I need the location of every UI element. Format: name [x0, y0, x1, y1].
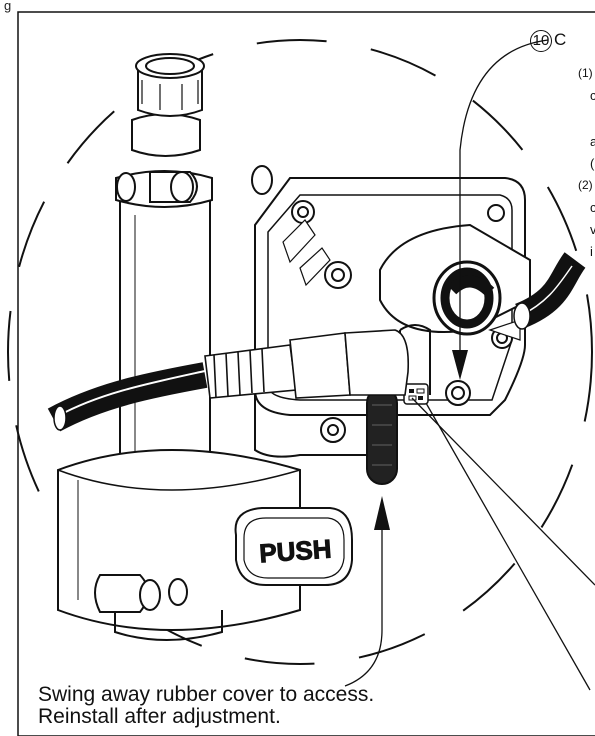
leader-line-top	[459, 39, 549, 355]
substep-2-marker: (2)	[578, 178, 593, 192]
step-number: 10	[530, 30, 552, 52]
figure-corner-label: g	[4, 0, 12, 13]
push-button: PUSH	[234, 507, 353, 586]
arrow-adjust-screw	[452, 350, 468, 380]
push-button-label: PUSH	[258, 534, 332, 569]
substep-1-marker: (1)	[578, 66, 593, 80]
right-cable	[514, 252, 586, 329]
detail-circle	[7, 39, 593, 665]
caption-line-2: Reinstall after adjustment.	[38, 705, 281, 728]
leader-line-cover	[344, 510, 383, 687]
leader-line-switch-2	[425, 402, 591, 691]
clipped-text-3: (	[590, 156, 595, 171]
step-heading-text: C	[554, 30, 567, 49]
clipped-text-1: c	[590, 88, 595, 103]
clipped-text-6: i	[590, 244, 593, 259]
arrow-rubber-cover	[374, 496, 390, 530]
cable-connector	[204, 329, 410, 399]
figure-frame	[17, 11, 595, 736]
leader-line-switch-1	[411, 397, 595, 586]
clipped-text-5: v	[590, 222, 595, 237]
caption-line-1: Swing away rubber cover to access.	[38, 683, 375, 706]
caption: Swing away rubber cover to access. Reins…	[38, 684, 558, 728]
valve-body	[57, 53, 301, 641]
clipped-text-2: a	[590, 134, 595, 149]
left-cable	[47, 362, 208, 432]
clipped-text-4: c	[590, 200, 595, 215]
rubber-cover	[366, 387, 398, 485]
